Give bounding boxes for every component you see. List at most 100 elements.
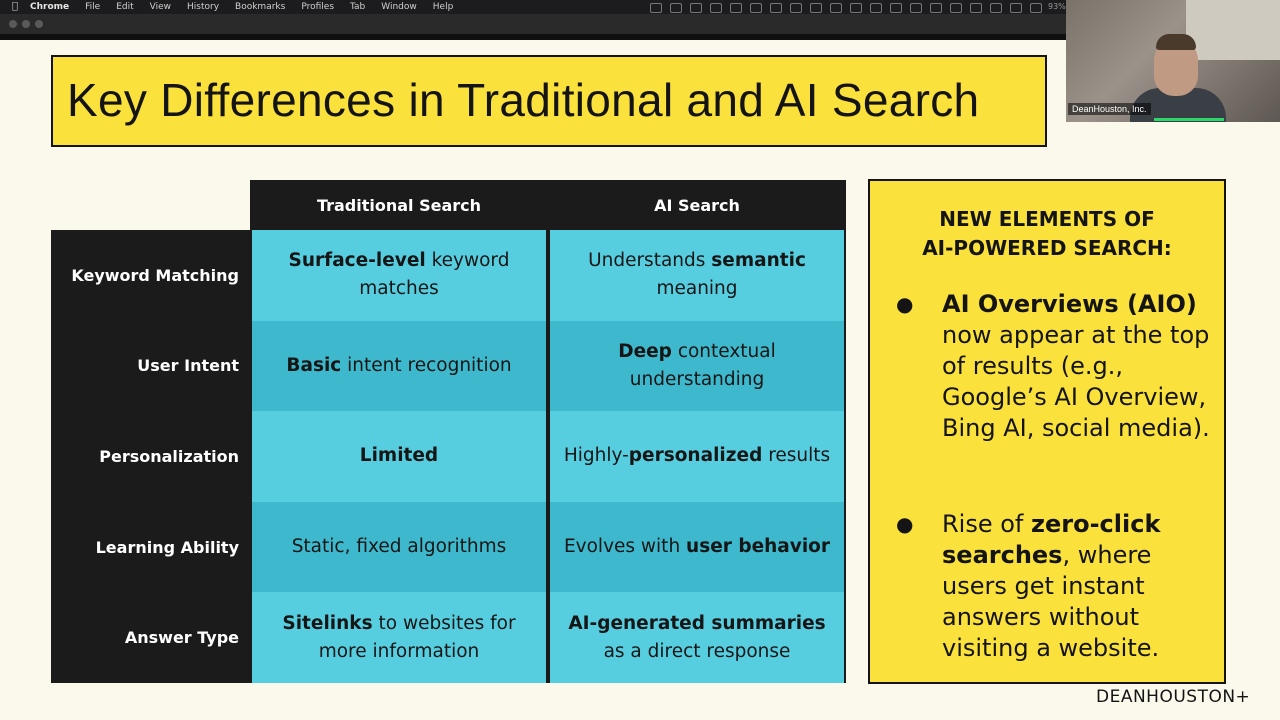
bold-text: Deep bbox=[618, 340, 672, 362]
text-segment: now appear at the top of results (e.g., … bbox=[942, 321, 1210, 442]
bold-text: Limited bbox=[359, 445, 439, 467]
text-segment: results bbox=[762, 445, 831, 467]
status-icon[interactable] bbox=[870, 3, 882, 13]
minimize-window-icon[interactable] bbox=[22, 20, 30, 28]
menu-window[interactable]: Window bbox=[375, 2, 417, 12]
status-icon[interactable] bbox=[750, 3, 762, 13]
cell-text: Evolves with user behavior bbox=[564, 533, 830, 561]
status-icon[interactable] bbox=[810, 3, 822, 13]
cell-text: Sitelinks to websites for more informati… bbox=[262, 610, 536, 666]
cell-text: Limited bbox=[360, 442, 438, 470]
cell-text: Basic intent recognition bbox=[286, 352, 511, 380]
webcam-thumbnail[interactable]: DeanHouston, Inc. bbox=[1066, 0, 1280, 122]
callout-bullet-text: AI Overviews (AIO) now appear at the top… bbox=[942, 289, 1212, 444]
window-titlebar bbox=[0, 14, 1280, 34]
zoom-window-icon[interactable] bbox=[35, 20, 43, 28]
menu-bookmarks[interactable]: Bookmarks bbox=[229, 2, 285, 12]
row-label-learning-ability: Learning Ability bbox=[95, 537, 239, 557]
table-cell-traditional: Sitelinks to websites for more informati… bbox=[252, 592, 546, 683]
bullet-dot-icon: ● bbox=[896, 512, 914, 536]
text-segment: Understands bbox=[588, 250, 712, 272]
menu-profiles[interactable]: Profiles bbox=[295, 2, 334, 12]
text-segment: Rise of bbox=[942, 510, 1032, 538]
status-icon[interactable] bbox=[770, 3, 782, 13]
table-cell-ai: Understands semantic meaning bbox=[550, 230, 844, 321]
table-cell-traditional: Surface-level keyword matches bbox=[252, 230, 546, 321]
presenter-hair bbox=[1156, 34, 1196, 50]
status-icons bbox=[650, 0, 1042, 13]
window-divider bbox=[0, 34, 1280, 40]
cell-text: Understands semantic meaning bbox=[560, 247, 834, 303]
text-segment: Highly- bbox=[563, 445, 629, 467]
status-icon[interactable] bbox=[1030, 3, 1042, 13]
bold-text: AI Overviews (AIO) bbox=[942, 290, 1197, 318]
cell-text: AI-generated summaries as a direct respo… bbox=[560, 610, 834, 666]
bold-text: semantic bbox=[711, 250, 806, 272]
row-label-personalization: Personalization bbox=[99, 446, 239, 466]
menu-edit[interactable]: Edit bbox=[110, 2, 133, 12]
status-icon[interactable] bbox=[690, 3, 702, 13]
status-icon[interactable] bbox=[650, 3, 662, 13]
column-header-ai: AI Search bbox=[654, 195, 740, 215]
menu-tab[interactable]: Tab bbox=[344, 2, 365, 12]
bold-text: Surface-level bbox=[288, 250, 426, 272]
background-window bbox=[1186, 0, 1280, 60]
text-segment: keyword matches bbox=[359, 250, 510, 300]
menu-history[interactable]: History bbox=[180, 2, 219, 12]
slide-title: Key Differences in Traditional and AI Se… bbox=[67, 74, 980, 126]
callout-heading: NEW ELEMENTS OF AI-POWERED SEARCH: bbox=[870, 205, 1224, 263]
status-icon[interactable] bbox=[730, 3, 742, 13]
table-cell-ai: Highly-personalized results bbox=[550, 411, 844, 502]
apple-icon[interactable]:  bbox=[12, 0, 18, 14]
status-icon[interactable] bbox=[950, 3, 962, 13]
text-segment: contextual understanding bbox=[629, 340, 776, 390]
table-cell-ai: Evolves with user behavior bbox=[550, 501, 844, 593]
status-icon[interactable] bbox=[930, 3, 942, 13]
row-label-answer-type: Answer Type bbox=[124, 628, 239, 648]
status-icon[interactable] bbox=[710, 3, 722, 13]
text-segment: Evolves with bbox=[563, 536, 687, 558]
status-icon[interactable] bbox=[910, 3, 922, 13]
bold-text: Sitelinks bbox=[282, 612, 373, 634]
menu-view[interactable]: View bbox=[143, 2, 171, 12]
bold-text: Basic bbox=[286, 354, 342, 376]
table-cell-traditional: Basic intent recognition bbox=[252, 320, 546, 412]
menu-file[interactable]: File bbox=[79, 2, 100, 12]
status-icon[interactable] bbox=[830, 3, 842, 13]
bold-text: zero-click searches bbox=[942, 510, 1161, 569]
cell-text: Highly-personalized results bbox=[564, 442, 830, 470]
participant-name: DeanHouston, Inc. bbox=[1068, 103, 1151, 115]
callout-heading-line-2: AI-POWERED SEARCH: bbox=[922, 236, 1172, 260]
row-label-user-intent: User Intent bbox=[137, 356, 239, 376]
status-icon[interactable] bbox=[790, 3, 802, 13]
presentation-slide: Key Differences in Traditional and AI Se… bbox=[0, 40, 1280, 720]
bullet-dot-icon: ● bbox=[896, 292, 914, 316]
table-cell-ai: AI-generated summaries as a direct respo… bbox=[550, 592, 844, 683]
text-segment: meaning bbox=[656, 278, 738, 300]
ai-elements-callout: NEW ELEMENTS OF AI-POWERED SEARCH: ● AI … bbox=[868, 179, 1226, 684]
close-window-icon[interactable] bbox=[9, 20, 17, 28]
callout-heading-line-1: NEW ELEMENTS OF bbox=[939, 207, 1155, 231]
bold-text: user behavior bbox=[686, 536, 831, 558]
active-speaker-indicator bbox=[1154, 118, 1224, 121]
status-icon[interactable] bbox=[990, 3, 1002, 13]
table-cell-ai: Deep contextual understanding bbox=[550, 320, 844, 412]
brand-logo: DEANHOUSTON+ bbox=[1096, 687, 1251, 707]
menu-app-chrome[interactable]: Chrome bbox=[24, 2, 69, 12]
text-segment: intent recognition bbox=[341, 354, 512, 376]
status-icon[interactable] bbox=[670, 3, 682, 13]
status-icon[interactable] bbox=[1010, 3, 1022, 13]
status-icon[interactable] bbox=[850, 3, 862, 13]
row-labels: Keyword Matching User Intent Personaliza… bbox=[51, 230, 251, 683]
table-header: Traditional Search AI Search bbox=[250, 180, 846, 230]
text-segment: , where users get instant answers withou… bbox=[942, 541, 1160, 662]
column-header-traditional: Traditional Search bbox=[316, 195, 482, 215]
menu-bar:  Chrome File Edit View History Bookmark… bbox=[0, 0, 1280, 14]
text-segment: as a direct response bbox=[603, 640, 791, 662]
menu-help[interactable]: Help bbox=[426, 2, 454, 12]
cell-text: Static, fixed algorithms bbox=[292, 533, 507, 561]
row-label-keyword-matching: Keyword Matching bbox=[71, 265, 239, 285]
table-cell-traditional: Limited bbox=[252, 411, 546, 502]
status-icon[interactable] bbox=[890, 3, 902, 13]
status-icon[interactable] bbox=[970, 3, 982, 13]
